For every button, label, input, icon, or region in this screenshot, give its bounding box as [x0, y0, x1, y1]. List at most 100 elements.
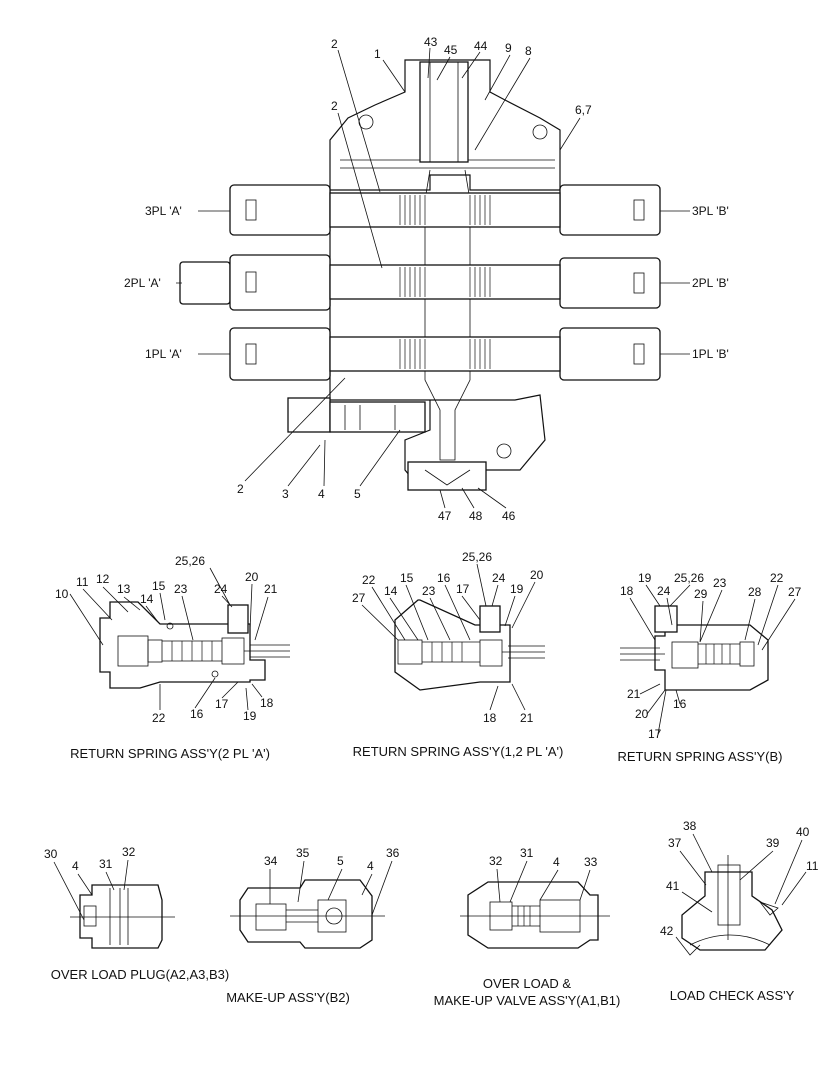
callout: 24 — [214, 582, 228, 596]
spool-2 — [179, 254, 661, 311]
callout: 31 — [520, 846, 534, 860]
callout: 46 — [502, 509, 516, 523]
callout: 4 — [318, 487, 325, 501]
port-label-2pl-b: 2PL 'B' — [692, 276, 729, 290]
caption-makeup-assy: MAKE-UP ASS'Y(B2) — [226, 990, 350, 1005]
spool-3 — [229, 184, 661, 236]
callout: 32 — [122, 845, 136, 859]
callout: 36 — [386, 846, 400, 860]
callout: 1 — [374, 47, 381, 61]
callout: 40 — [796, 825, 810, 839]
callout: 18 — [483, 711, 497, 725]
callout: 15 — [152, 579, 166, 593]
callout: 27 — [788, 585, 802, 599]
caption-load-check: LOAD CHECK ASS'Y — [670, 988, 795, 1003]
callout: 15 — [400, 571, 414, 585]
caption-overload-makeup-line2: MAKE-UP VALVE ASS'Y(A1,B1) — [434, 993, 621, 1008]
callout: 16 — [437, 571, 451, 585]
valve-body-outline — [329, 59, 561, 191]
return-spring-b: 19 25,26 18 24 23 22 29 28 27 21 20 16 1… — [617, 571, 801, 764]
caption-return-spring-b: RETURN SPRING ASS'Y(B) — [617, 749, 782, 764]
caption-return-spring-2pla: RETURN SPRING ASS'Y(2 PL 'A') — [70, 746, 270, 761]
load-check-assy: 38 37 39 40 11 41 42 LOAD CHECK ASS'Y — [660, 819, 819, 1003]
bottom-port — [407, 461, 487, 491]
spool-1 — [229, 327, 661, 381]
callout: 38 — [683, 819, 697, 833]
callout: 39 — [766, 836, 780, 850]
callout: 32 — [489, 854, 503, 868]
callout: 10 — [55, 587, 69, 601]
callout: 30 — [44, 847, 58, 861]
callout: 2 — [331, 37, 338, 51]
callout: 45 — [444, 43, 458, 57]
callout: 41 — [666, 879, 680, 893]
caption-return-spring-12pla: RETURN SPRING ASS'Y(1,2 PL 'A') — [353, 744, 564, 759]
callout: 4 — [553, 855, 560, 869]
port-label-3pl-b: 3PL 'B' — [692, 204, 729, 218]
callout: 21 — [264, 582, 278, 596]
callout: 22 — [770, 571, 784, 585]
callout: 18 — [260, 696, 274, 710]
callout: 23 — [422, 584, 436, 598]
callout: 42 — [660, 924, 674, 938]
makeup-assy: 34 35 5 4 36 MAKE-UP ASS'Y(B2) — [226, 846, 399, 1005]
callout: 47 — [438, 509, 452, 523]
callout: 6,7 — [575, 103, 592, 117]
callout: 9 — [505, 41, 512, 55]
caption-overload-makeup-line1: OVER LOAD & — [483, 976, 571, 991]
callout: 2 — [237, 482, 244, 496]
callout: 33 — [584, 855, 598, 869]
callout: 29 — [694, 587, 708, 601]
callout: 14 — [140, 592, 154, 606]
callout: 25,26 — [674, 571, 704, 585]
callout: 3 — [282, 487, 289, 501]
main-valve-view: 3PL 'A' 3PL 'B' 2PL 'A' 2PL 'B' 1PL 'A' … — [124, 35, 729, 523]
callout: 21 — [520, 711, 534, 725]
callout: 16 — [190, 707, 204, 721]
callout: 18 — [620, 584, 634, 598]
callout: 23 — [713, 576, 727, 590]
callout: 48 — [469, 509, 483, 523]
top-port — [419, 61, 469, 163]
return-spring-12pla: 25,26 22 15 16 17 24 20 27 14 23 19 18 2… — [352, 550, 563, 759]
callout: 20 — [635, 707, 649, 721]
caption-overload-plug: OVER LOAD PLUG(A2,A3,B3) — [51, 967, 229, 982]
callout: 23 — [174, 582, 188, 596]
callout: 22 — [152, 711, 166, 725]
callout: 21 — [627, 687, 641, 701]
callout: 8 — [525, 44, 532, 58]
callout: 44 — [474, 39, 488, 53]
callout: 24 — [657, 584, 671, 598]
callout: 35 — [296, 846, 310, 860]
callout: 14 — [384, 584, 398, 598]
callout: 31 — [99, 857, 113, 871]
return-spring-2pla: 25,26 10 11 12 13 15 14 23 24 20 21 22 1… — [55, 554, 290, 761]
callout: 17 — [215, 697, 229, 711]
overload-plug: 30 4 31 32 OVER LOAD PLUG(A2,A3,B3) — [44, 845, 229, 982]
callout: 17 — [456, 582, 470, 596]
callout: 19 — [243, 709, 257, 723]
callout: 2 — [331, 99, 338, 113]
callout: 27 — [352, 591, 366, 605]
port-label-1pl-a: 1PL 'A' — [145, 347, 182, 361]
callout: 22 — [362, 573, 376, 587]
callout: 25,26 — [175, 554, 205, 568]
callout: 5 — [337, 854, 344, 868]
port-label-2pl-a: 2PL 'A' — [124, 276, 161, 290]
callout: 20 — [530, 568, 544, 582]
overload-makeup-valve: 32 31 4 33 OVER LOAD & MAKE-UP VALVE ASS… — [434, 846, 621, 1008]
callout: 5 — [354, 487, 361, 501]
callout: 12 — [96, 572, 110, 586]
callout: 13 — [117, 582, 131, 596]
callout: 19 — [510, 582, 524, 596]
port-label-1pl-b: 1PL 'B' — [692, 347, 729, 361]
callout: 4 — [72, 859, 79, 873]
callout: 43 — [424, 35, 438, 49]
callout: 17 — [648, 727, 662, 741]
callout: 19 — [638, 571, 652, 585]
port-label-3pl-a: 3PL 'A' — [145, 204, 182, 218]
callout: 34 — [264, 854, 278, 868]
callout: 11 — [806, 859, 819, 873]
callout: 24 — [492, 571, 506, 585]
